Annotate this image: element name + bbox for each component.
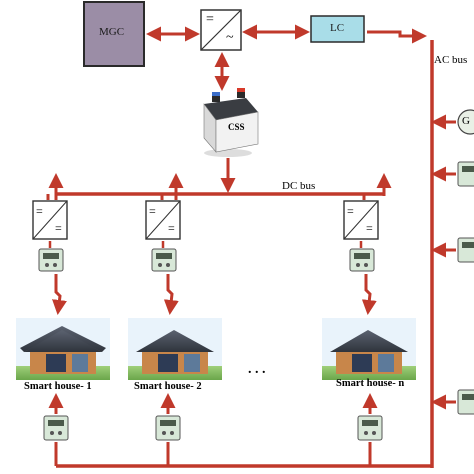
smart-meter-icon (151, 248, 177, 272)
house-icon (322, 318, 416, 380)
house-n-label: Smart house- n (336, 378, 405, 389)
smart-meter-icon (357, 415, 383, 441)
conv2-dc-out: = (168, 221, 175, 235)
mgc-block (83, 1, 145, 67)
smart-meter-icon (457, 237, 474, 263)
ac-bus-label: AC bus (434, 54, 468, 66)
css-label: CSS (228, 122, 245, 132)
smart-meter-icon (457, 161, 474, 187)
house-2-label: Smart house- 2 (134, 381, 202, 392)
dc-bus-label: DC bus (282, 180, 316, 192)
house-1-label: Smart house- 1 (24, 381, 92, 392)
smart-meter-icon (38, 248, 64, 272)
generator-label: G (462, 115, 470, 127)
lc-label: LC (330, 22, 345, 34)
conv1-dc-in: = (36, 204, 43, 218)
link-lc-acbus (367, 28, 427, 44)
conv1-dc-out: = (55, 221, 62, 235)
smart-meter-icon (43, 415, 69, 441)
mgc-label: MGC (99, 26, 125, 38)
conv2-dc-in: = (149, 204, 156, 218)
generator-icon (457, 109, 474, 135)
smart-meter-icon (349, 248, 375, 272)
conv3-dc-in: = (347, 204, 354, 218)
battery-icon (203, 88, 259, 157)
converter-box-3 (343, 200, 379, 240)
conv3-dc-out: = (366, 221, 373, 235)
main-converter-box (200, 9, 242, 51)
converter-box-1 (32, 200, 68, 240)
link-meter3-house3 (361, 274, 377, 315)
main-converter-dc-symbol: = (206, 12, 214, 27)
smart-meter-icon (457, 389, 474, 415)
house-icon (128, 318, 222, 380)
link-meter2-house2 (163, 274, 179, 315)
converter-box-2 (145, 200, 181, 240)
houses-ellipsis: . . . (248, 362, 266, 377)
main-converter-ac-symbol: ~ (226, 30, 234, 45)
lc-block (310, 15, 365, 43)
house-icon (16, 318, 110, 380)
link-meter1-house1 (52, 274, 67, 315)
smart-meter-icon (155, 415, 181, 441)
